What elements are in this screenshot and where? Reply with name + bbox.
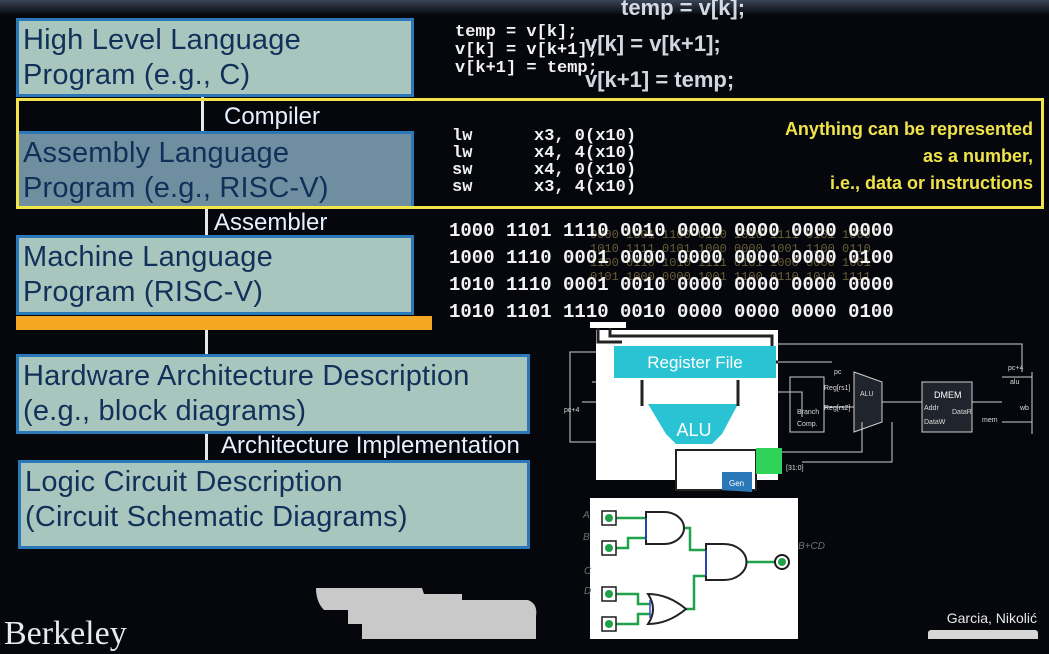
c-code-line3: v[k+1] = temp; xyxy=(455,59,598,78)
c-overlay-line3: v[k+1] = temp; xyxy=(585,67,735,92)
hardware-line2: (e.g., block diagrams) xyxy=(23,395,307,427)
callout-line1: Anything can be represented xyxy=(784,119,1033,139)
machine-line-3: 1010 1110 0001 0010 0000 0000 0000 0000 xyxy=(449,274,894,296)
wb-label: wb xyxy=(1019,405,1029,412)
connector-compiler xyxy=(201,97,204,131)
green-highlight xyxy=(756,448,782,474)
credit-text: Garcia, Nikolić xyxy=(946,610,1037,626)
mem-label: mem xyxy=(982,417,998,424)
c-overlay-line2: v[k] = v[k+1]; xyxy=(585,31,721,56)
representation-callout: Anything can be represented as a number,… xyxy=(785,116,1033,197)
top-glow xyxy=(0,0,1049,14)
logic-line2: (Circuit Schematic Diagrams) xyxy=(25,501,408,533)
branch-label: Branch xyxy=(797,409,819,416)
dataw-label: DataW xyxy=(924,419,946,426)
c-code-block: temp = v[k]; v[k] = v[k+1]; v[k+1] = tem… xyxy=(455,24,598,78)
register-file-block xyxy=(614,346,776,378)
assembly-language-box: Assembly Language Program (e.g., RISC-V) xyxy=(16,131,414,209)
alu-out-label: alu xyxy=(1010,379,1019,386)
block-diagram: Register File ALU Gen [31:0] pc Reg[rs1]… xyxy=(564,322,1033,492)
callout-line3: i.e., data or instructions xyxy=(829,173,1033,193)
reg-rs1-label: Reg[rs1] xyxy=(824,385,851,392)
comp-label: Comp. xyxy=(797,421,818,428)
high-level-line2: Program (e.g., C) xyxy=(23,59,251,91)
machine-code-block: 1000 1101 1110 0010 0000 0000 0000 0000 … xyxy=(449,218,894,326)
cc-license-badge xyxy=(928,630,1038,639)
machine-line-4: 1010 1101 1110 0010 0000 0000 0000 0100 xyxy=(449,301,894,323)
reg-rs2-label: Reg[rs2] xyxy=(824,405,851,412)
machine-language-box: Machine Language Program (RISC-V) xyxy=(16,235,414,315)
machine-line1: Machine Language xyxy=(23,241,273,273)
c-code-overlay: temp = v[k]; v[k] = v[k+1]; v[k+1] = tem… xyxy=(585,0,745,98)
addr-label: Addr xyxy=(924,405,939,412)
alu-small-label: ALU xyxy=(860,391,874,398)
dmem-label: DMEM xyxy=(934,390,962,400)
schematic-background xyxy=(590,498,798,639)
architecture-implementation-label: Architecture Implementation xyxy=(221,432,520,459)
compiler-label: Compiler xyxy=(224,103,321,130)
berkeley-logo: Berkeley xyxy=(4,615,127,652)
pc-plus4-label: pc+4 xyxy=(1008,365,1023,372)
orange-divider-bar xyxy=(16,316,432,330)
datar-label: DataR xyxy=(952,409,972,416)
assembly-line1: Assembly Language xyxy=(23,137,290,169)
hardware-architecture-box: Hardware Architecture Description (e.g.,… xyxy=(16,354,530,434)
logic-circuit-box: Logic Circuit Description (Circuit Schem… xyxy=(18,460,530,549)
pc-label: pc xyxy=(834,369,842,376)
assembly-line2: Program (e.g., RISC-V) xyxy=(23,172,329,204)
alu-shape xyxy=(648,404,738,444)
assembly-highlight-frame xyxy=(16,98,1044,209)
machine-code-ghost: 0000 1001 1100 0110 1010 1111 0101 1000 … xyxy=(590,228,871,284)
connector-assembler xyxy=(205,209,208,235)
alu-label: ALU xyxy=(676,420,711,440)
c-code-line2: v[k] = v[k+1]; xyxy=(455,41,598,60)
connector-arch-impl xyxy=(205,434,208,460)
connector-hardware xyxy=(205,330,208,354)
logic-line1: Logic Circuit Description xyxy=(25,466,343,498)
high-level-line1: High Level Language xyxy=(23,24,301,56)
input-c-label: C xyxy=(584,566,592,577)
machine-line2: Program (RISC-V) xyxy=(23,276,264,308)
output-label: B+CD xyxy=(798,541,825,552)
callout-line2: as a number, xyxy=(922,146,1033,166)
high-level-language-box: High Level Language Program (e.g., C) xyxy=(16,18,414,97)
machine-line-2: 1000 1110 0001 0000 0000 0000 0000 0100 xyxy=(449,247,894,269)
gen-label: Gen xyxy=(729,479,744,488)
hardware-line1: Hardware Architecture Description xyxy=(23,360,470,392)
assembler-label: Assembler xyxy=(214,209,328,236)
input-a-label: A xyxy=(582,510,590,521)
c-overlay-line1: temp = v[k]; xyxy=(621,0,746,20)
pc4-label: pc+4 xyxy=(564,407,579,414)
input-d-label: D xyxy=(584,586,591,597)
imm-label: [31:0] xyxy=(786,465,804,472)
input-b-label: B xyxy=(583,532,590,543)
logic-schematic: A B C D B+CD xyxy=(582,498,825,639)
machine-line-1: 1000 1101 1110 0010 0000 0000 0000 0000 xyxy=(449,220,894,242)
register-file-label: Register File xyxy=(647,353,742,372)
redaction-blob xyxy=(316,588,537,639)
c-code-line1: temp = v[k]; xyxy=(455,23,578,42)
